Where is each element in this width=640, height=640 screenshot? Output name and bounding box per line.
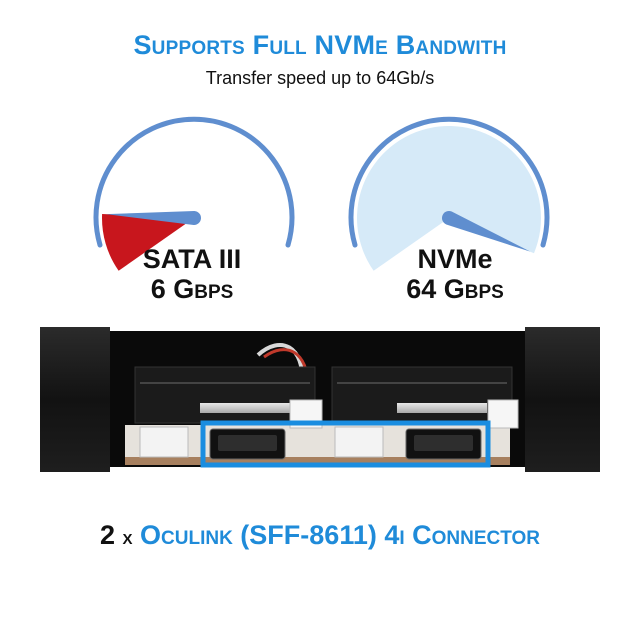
tray-left [134, 366, 316, 424]
nvme-gauge [348, 116, 550, 271]
nvme-name: NVMe [417, 244, 493, 274]
nvme-gauge-arc [348, 116, 550, 248]
sata-name: SATA III [142, 244, 242, 274]
connector-caption: 2 x Oculink (SFF-8611) 4i Connector [0, 520, 640, 551]
times-sign: x [122, 524, 133, 549]
gauges-graphic [93, 116, 550, 271]
connector-name: Oculink (SFF-8611) 4i Connector [140, 520, 541, 550]
headline: Supports Full NVMe Bandwith [133, 30, 507, 60]
connector-highlight-box [200, 420, 491, 468]
sata-gauge-arc [93, 116, 295, 248]
sata-gauge-fill [102, 213, 194, 271]
sata-gauge-needle [106, 211, 202, 226]
nvme-speed: 64 Gbps [406, 274, 504, 304]
left-bezel [40, 327, 110, 472]
tray-right [331, 366, 513, 424]
drive-bay-photo [40, 327, 600, 472]
sata-gauge [93, 116, 295, 271]
right-bezel [525, 327, 600, 472]
connector-count: 2 [99, 520, 115, 550]
sata-speed: 6 Gbps [150, 274, 234, 304]
sata-label: SATA III 6 Gbps [92, 244, 292, 304]
subheadline: Transfer speed up to 64Gb/s [205, 68, 435, 88]
nvme-gauge-needle [441, 210, 531, 252]
nvme-label: NVMe 64 Gbps [355, 244, 555, 304]
